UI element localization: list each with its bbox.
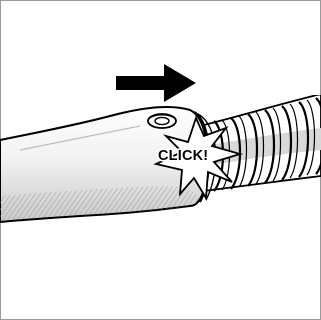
- click-label: CLICK!: [158, 148, 208, 164]
- release-button-icon: [147, 113, 177, 129]
- push-arrow: [116, 64, 196, 102]
- click-burst: CLICK!: [153, 115, 244, 201]
